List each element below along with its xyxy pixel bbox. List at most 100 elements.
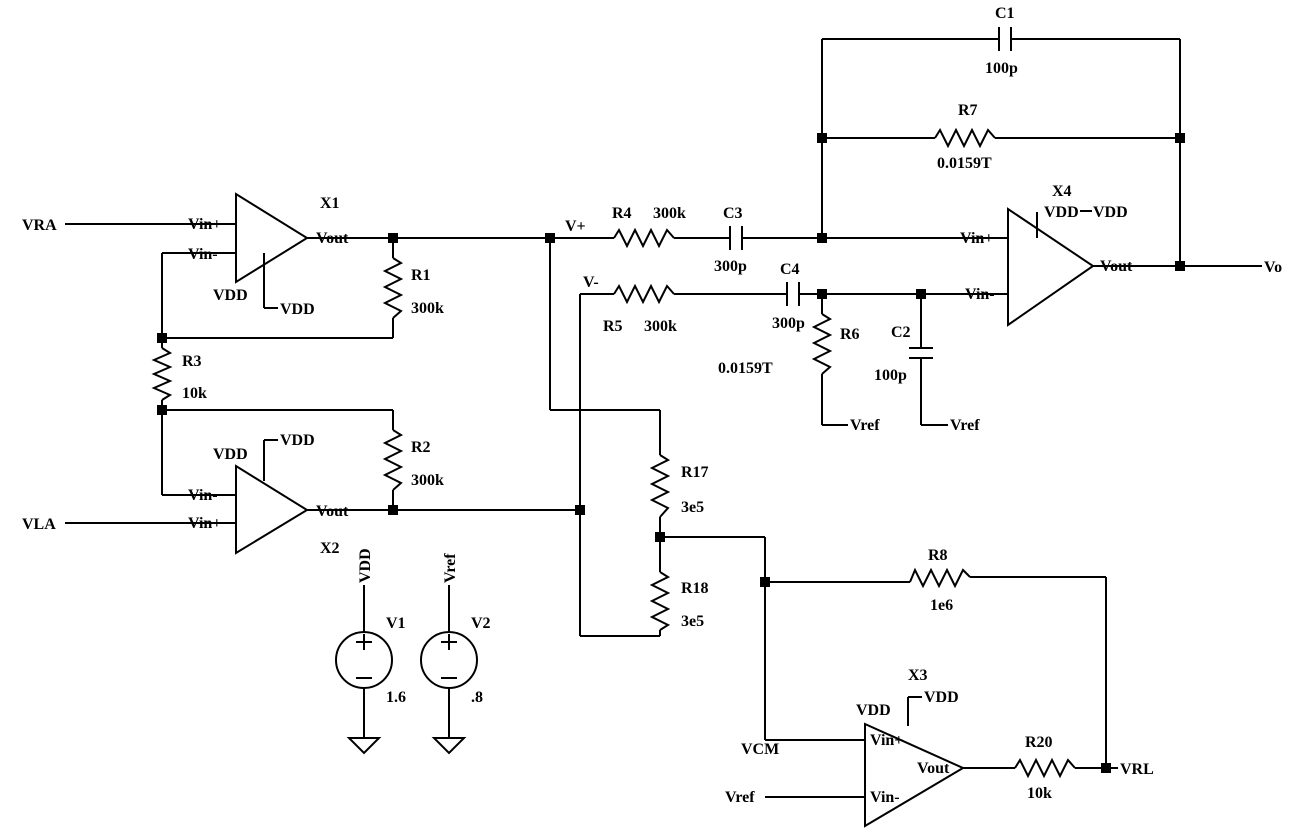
- resistor-r3-value: 10k: [182, 385, 207, 402]
- junction-dots: [157, 133, 1185, 773]
- capacitor-c4-ref: C4: [780, 261, 800, 278]
- resistor-r5[interactable]: R5 300k: [603, 283, 677, 335]
- resistor-r18-value: 3e5: [681, 613, 704, 630]
- junction-dot: [388, 505, 398, 515]
- junction-dot: [817, 233, 827, 243]
- capacitor-c1-value: 100p: [985, 60, 1018, 77]
- opamp-x4[interactable]: X4 Vin+ Vin- Vout VDD VDD: [960, 183, 1133, 327]
- resistor-r7-ref: R7: [958, 102, 978, 119]
- resistor-r1-ref: R1: [411, 267, 431, 284]
- opamp-x3-vin-plus: Vin+: [870, 732, 903, 749]
- port-label-vla: VLA: [22, 516, 56, 533]
- junction-dot: [1175, 261, 1185, 271]
- resistor-r20-ref: R20: [1025, 734, 1053, 751]
- port-label-vcm: VCM: [741, 741, 779, 758]
- resistor-r4-ref: R4: [612, 205, 632, 222]
- voltage-source-v1-value: 1.6: [386, 689, 406, 706]
- capacitor-c1-ref: C1: [995, 5, 1015, 22]
- voltage-source-v1-net: VDD: [357, 548, 374, 583]
- resistor-r7[interactable]: R7 0.0159T: [934, 102, 996, 172]
- opamp-x2-vout: Vout: [316, 503, 349, 520]
- resistor-r17-value: 3e5: [681, 499, 704, 516]
- resistor-r3-ref: R3: [182, 353, 202, 370]
- wires: [65, 38, 1262, 798]
- opamp-x2[interactable]: X2 Vin- Vin+ Vout VDD VDD: [188, 432, 349, 557]
- junction-dot: [760, 577, 770, 587]
- junction-dot: [1175, 133, 1185, 143]
- resistor-r2-ref: R2: [411, 439, 431, 456]
- resistor-r6-ref: R6: [840, 326, 860, 343]
- capacitor-c3-ref: C3: [723, 205, 743, 222]
- junction-dot: [655, 532, 665, 542]
- resistor-r2-value: 300k: [411, 472, 444, 489]
- resistor-r17-ref: R17: [681, 464, 709, 481]
- capacitor-c1[interactable]: C1 100p: [985, 5, 1018, 77]
- ground-icon: [346, 737, 382, 755]
- junction-dot: [575, 505, 585, 515]
- opamp-x3-vin-minus: Vin-: [870, 789, 900, 806]
- resistor-r20-value: 10k: [1027, 785, 1052, 802]
- opamp-x4-vout: Vout: [1100, 258, 1133, 275]
- opamp-x1[interactable]: X1 Vin+ Vin- Vout VDD VDD: [188, 192, 349, 318]
- junction-dot: [157, 405, 167, 415]
- port-label-vra: VRA: [22, 217, 57, 234]
- resistor-r4-value: 300k: [653, 205, 686, 222]
- capacitor-c3[interactable]: C3 300p: [714, 205, 747, 275]
- opamp-x2-vdd-pin: VDD: [213, 446, 248, 463]
- opamp-x1-vin-minus: Vin-: [188, 246, 218, 263]
- opamp-x2-vin-minus: Vin-: [188, 487, 218, 504]
- resistor-r3[interactable]: R3 10k: [151, 347, 207, 402]
- capacitor-c4[interactable]: C4 300p: [772, 261, 805, 332]
- opamp-x4-vdd-net: VDD: [1093, 204, 1128, 221]
- resistor-r18[interactable]: R18 3e5: [649, 571, 709, 631]
- voltage-source-v2-value: .8: [471, 689, 483, 706]
- resistor-r5-ref: R5: [603, 318, 623, 335]
- opamp-x1-vin-plus: Vin+: [188, 216, 221, 233]
- junction-dot: [388, 233, 398, 243]
- opamp-x1-vout: Vout: [316, 230, 349, 247]
- voltage-source-v2-net: Vref: [442, 553, 459, 583]
- resistor-r2[interactable]: R2 300k: [382, 429, 444, 491]
- resistor-r4[interactable]: R4 300k: [612, 205, 686, 249]
- opamp-x3-vdd-pin: VDD: [856, 702, 891, 719]
- opamp-x4-vin-plus: Vin+: [960, 230, 993, 247]
- capacitor-c2-ref: C2: [891, 324, 911, 341]
- opamp-x4-vin-minus: Vin-: [965, 286, 995, 303]
- junction-dot: [916, 289, 926, 299]
- resistor-r5-value: 300k: [644, 318, 677, 335]
- opamp-x2-vdd-net: VDD: [280, 432, 315, 449]
- capacitor-c4-value: 300p: [772, 315, 805, 332]
- junction-dot: [545, 233, 555, 243]
- port-label-vrl: VRL: [1120, 761, 1154, 778]
- junction-dot: [157, 333, 167, 343]
- opamp-x2-vin-plus: Vin+: [188, 515, 221, 532]
- junction-dot: [817, 289, 827, 299]
- resistor-r20[interactable]: R20 10k: [1014, 734, 1076, 802]
- resistor-r1-value: 300k: [411, 300, 444, 317]
- resistor-r17[interactable]: R17 3e5: [649, 454, 709, 518]
- opamp-x1-vdd-pin: VDD: [213, 287, 248, 304]
- voltage-source-v2-ref: V2: [471, 615, 491, 632]
- voltage-source-v2[interactable]: V2 .8 Vref: [420, 553, 491, 706]
- net-label-vminus: V-: [583, 274, 599, 291]
- opamp-x4-ref: X4: [1052, 183, 1072, 200]
- opamp-x3[interactable]: X3 Vin+ Vin- Vout VDD VDD: [856, 667, 966, 828]
- capacitor-c2[interactable]: C2 100p: [874, 324, 933, 384]
- opamp-x3-vout: Vout: [917, 760, 950, 777]
- net-label-r6-vref: Vref: [850, 417, 880, 434]
- opamp-x1-ref: X1: [320, 195, 340, 212]
- resistor-r6-value: 0.0159T: [718, 360, 773, 377]
- voltage-source-v1[interactable]: V1 1.6 VDD: [335, 548, 406, 706]
- resistor-r8[interactable]: R8 1e6: [909, 547, 971, 614]
- port-label-vo: Vo: [1264, 259, 1282, 276]
- resistor-r18-ref: R18: [681, 580, 709, 597]
- opamp-x3-ref: X3: [908, 667, 928, 684]
- opamp-x3-vdd-net: VDD: [924, 689, 959, 706]
- capacitor-c2-value: 100p: [874, 367, 907, 384]
- resistor-r6[interactable]: R6 0.0159T: [718, 313, 860, 377]
- ground-icon: [431, 737, 467, 755]
- resistor-r8-value: 1e6: [930, 597, 953, 614]
- opamp-x4-vdd-pin: VDD: [1044, 204, 1079, 221]
- resistor-r1[interactable]: R1 300k: [382, 257, 444, 319]
